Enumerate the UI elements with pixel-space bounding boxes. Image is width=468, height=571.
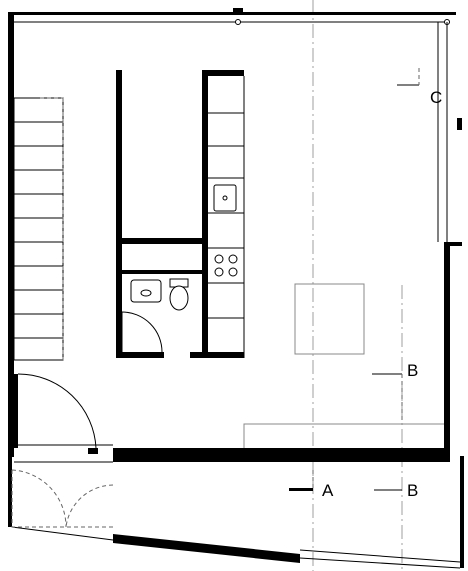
section-marker-b-lower-label: B	[407, 481, 418, 500]
section-marker-a-label: A	[322, 481, 334, 500]
cooktop	[214, 254, 238, 277]
bathroom	[121, 278, 189, 353]
core-walls	[116, 70, 245, 358]
staircase	[13, 97, 64, 361]
double-door-swings	[11, 469, 114, 528]
axis-lines	[312, 0, 403, 571]
section-marker-b-upper: B	[372, 361, 418, 420]
entry-door	[13, 373, 97, 449]
exterior-walls	[8, 8, 464, 569]
section-marker-a: A	[289, 470, 334, 500]
dining-table	[294, 283, 365, 355]
toilet	[169, 278, 189, 311]
section-marker-b-upper-label: B	[407, 361, 418, 380]
counter-block	[243, 423, 444, 448]
section-marker-c: C	[397, 68, 442, 107]
section-marker-b-lower: B	[374, 481, 418, 500]
kitchen-counter	[208, 112, 244, 319]
section-marker-c-label: C	[430, 88, 442, 107]
